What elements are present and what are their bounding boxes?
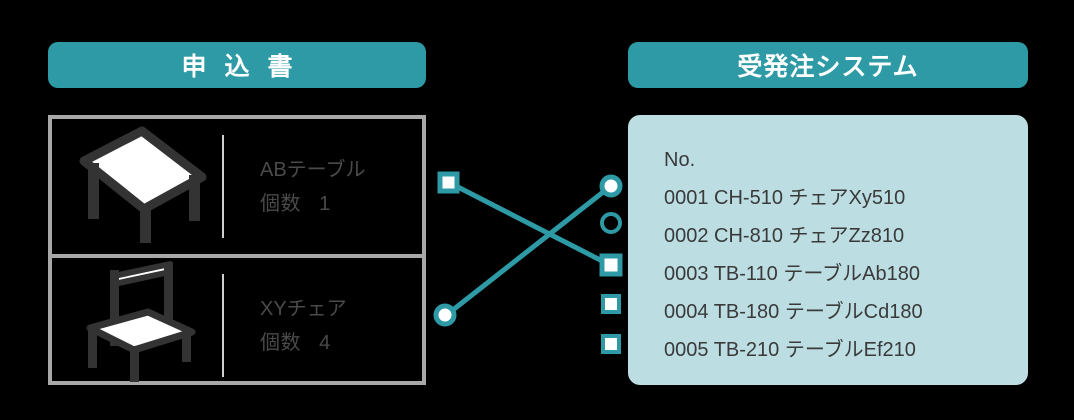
form-row-chair: XYチェア 個数 4 [52, 254, 422, 393]
list-item: 0003 TB-110 テーブルAb180 [664, 263, 920, 285]
left-endpoint-circle-chair[interactable] [433, 303, 457, 327]
form-row-table-text: ABテーブル 個数 1 [222, 153, 422, 221]
list-item: 0004 TB-180 テーブルCd180 [664, 301, 923, 323]
quantity-value: 1 [319, 192, 331, 215]
right-endpoint-square-0004[interactable] [601, 294, 621, 314]
list-header: No. [664, 149, 696, 171]
system-data-panel: No. 0001 CH-510 チェアXy510 0002 CH-810 チェア… [628, 115, 1028, 385]
form-row-table: ABテーブル 個数 1 [52, 119, 422, 254]
product-name: XYチェア [260, 297, 347, 320]
right-endpoint-square-0003[interactable] [599, 253, 623, 277]
quantity-label: 個数 [260, 331, 301, 354]
product-quantity: 個数 1 [260, 187, 422, 221]
row-divider [222, 274, 224, 377]
order-form-card: ABテーブル 個数 1 [48, 115, 426, 385]
right-header-pill: 受発注システム [628, 42, 1028, 88]
list-item: 0002 CH-810 チェアZz810 [664, 225, 905, 247]
product-name: ABテーブル [260, 158, 366, 181]
row-divider [222, 135, 224, 238]
connector-line-table-to-tb110 [450, 181, 610, 267]
left-header-pill: 申込書 [48, 42, 426, 88]
right-endpoint-square-0005[interactable] [601, 334, 621, 354]
right-header-label: 受発注システム [737, 53, 919, 81]
form-row-chair-text: XYチェア 個数 4 [222, 292, 422, 360]
left-endpoint-square-table[interactable] [437, 171, 460, 194]
list-item: 0001 CH-510 チェアXy510 [664, 187, 906, 209]
right-endpoint-circle-0001[interactable] [599, 174, 623, 198]
quantity-label: 個数 [260, 192, 301, 215]
product-quantity: 個数 4 [260, 326, 422, 360]
chair-icon [52, 258, 222, 393]
right-endpoint-circle-0002[interactable] [600, 212, 622, 234]
table-icon [52, 119, 222, 254]
connector-line-chair-to-ch510 [447, 187, 609, 315]
left-header-label: 申込書 [181, 53, 311, 81]
quantity-value: 4 [319, 331, 331, 354]
list-item: 0005 TB-210 テーブルEf210 [664, 339, 916, 361]
